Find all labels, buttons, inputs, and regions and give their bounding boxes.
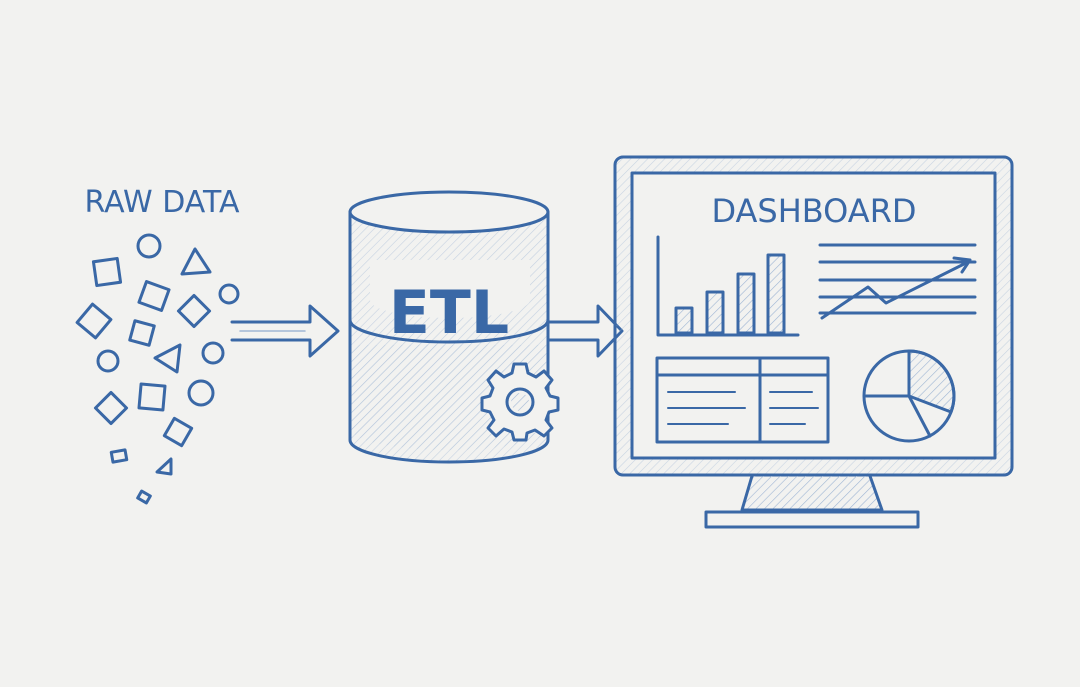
square-shape: [128, 319, 156, 347]
diamond-shape: [176, 293, 212, 329]
triangle-shape: [153, 343, 182, 374]
circle-shape: [136, 233, 162, 259]
diamond-shape: [93, 390, 129, 426]
circle-shape: [218, 283, 240, 305]
square-shape: [162, 416, 194, 448]
bar-chart-widget: [656, 235, 800, 337]
line-chart-widget: [818, 243, 977, 320]
square-shape: [91, 256, 123, 288]
bar: [705, 290, 725, 335]
arrow-to-etl-icon: [230, 304, 340, 358]
pie-chart-widget: [862, 349, 956, 443]
gear-icon: [480, 362, 560, 442]
square-shape: [137, 280, 171, 312]
arrow-to-dashboard-icon: [546, 304, 624, 358]
bar: [736, 272, 756, 335]
raw-data-shapes: [75, 233, 240, 505]
dashboard-title: DASHBOARD: [711, 192, 916, 230]
diamond-shape: [75, 302, 113, 340]
circle-shape: [96, 349, 120, 373]
square-shape: [137, 382, 167, 412]
triangle-shape: [180, 247, 212, 276]
circle-shape: [187, 379, 215, 407]
etl-label: ETL: [389, 278, 509, 348]
triangle-shape: [155, 457, 173, 476]
table-widget: [655, 356, 830, 444]
square-shape: [109, 448, 129, 464]
raw-data-label: RAW DATA: [85, 185, 240, 220]
circle-shape: [201, 341, 225, 365]
bar: [674, 306, 694, 335]
bar: [766, 253, 786, 335]
square-shape: [136, 489, 152, 505]
